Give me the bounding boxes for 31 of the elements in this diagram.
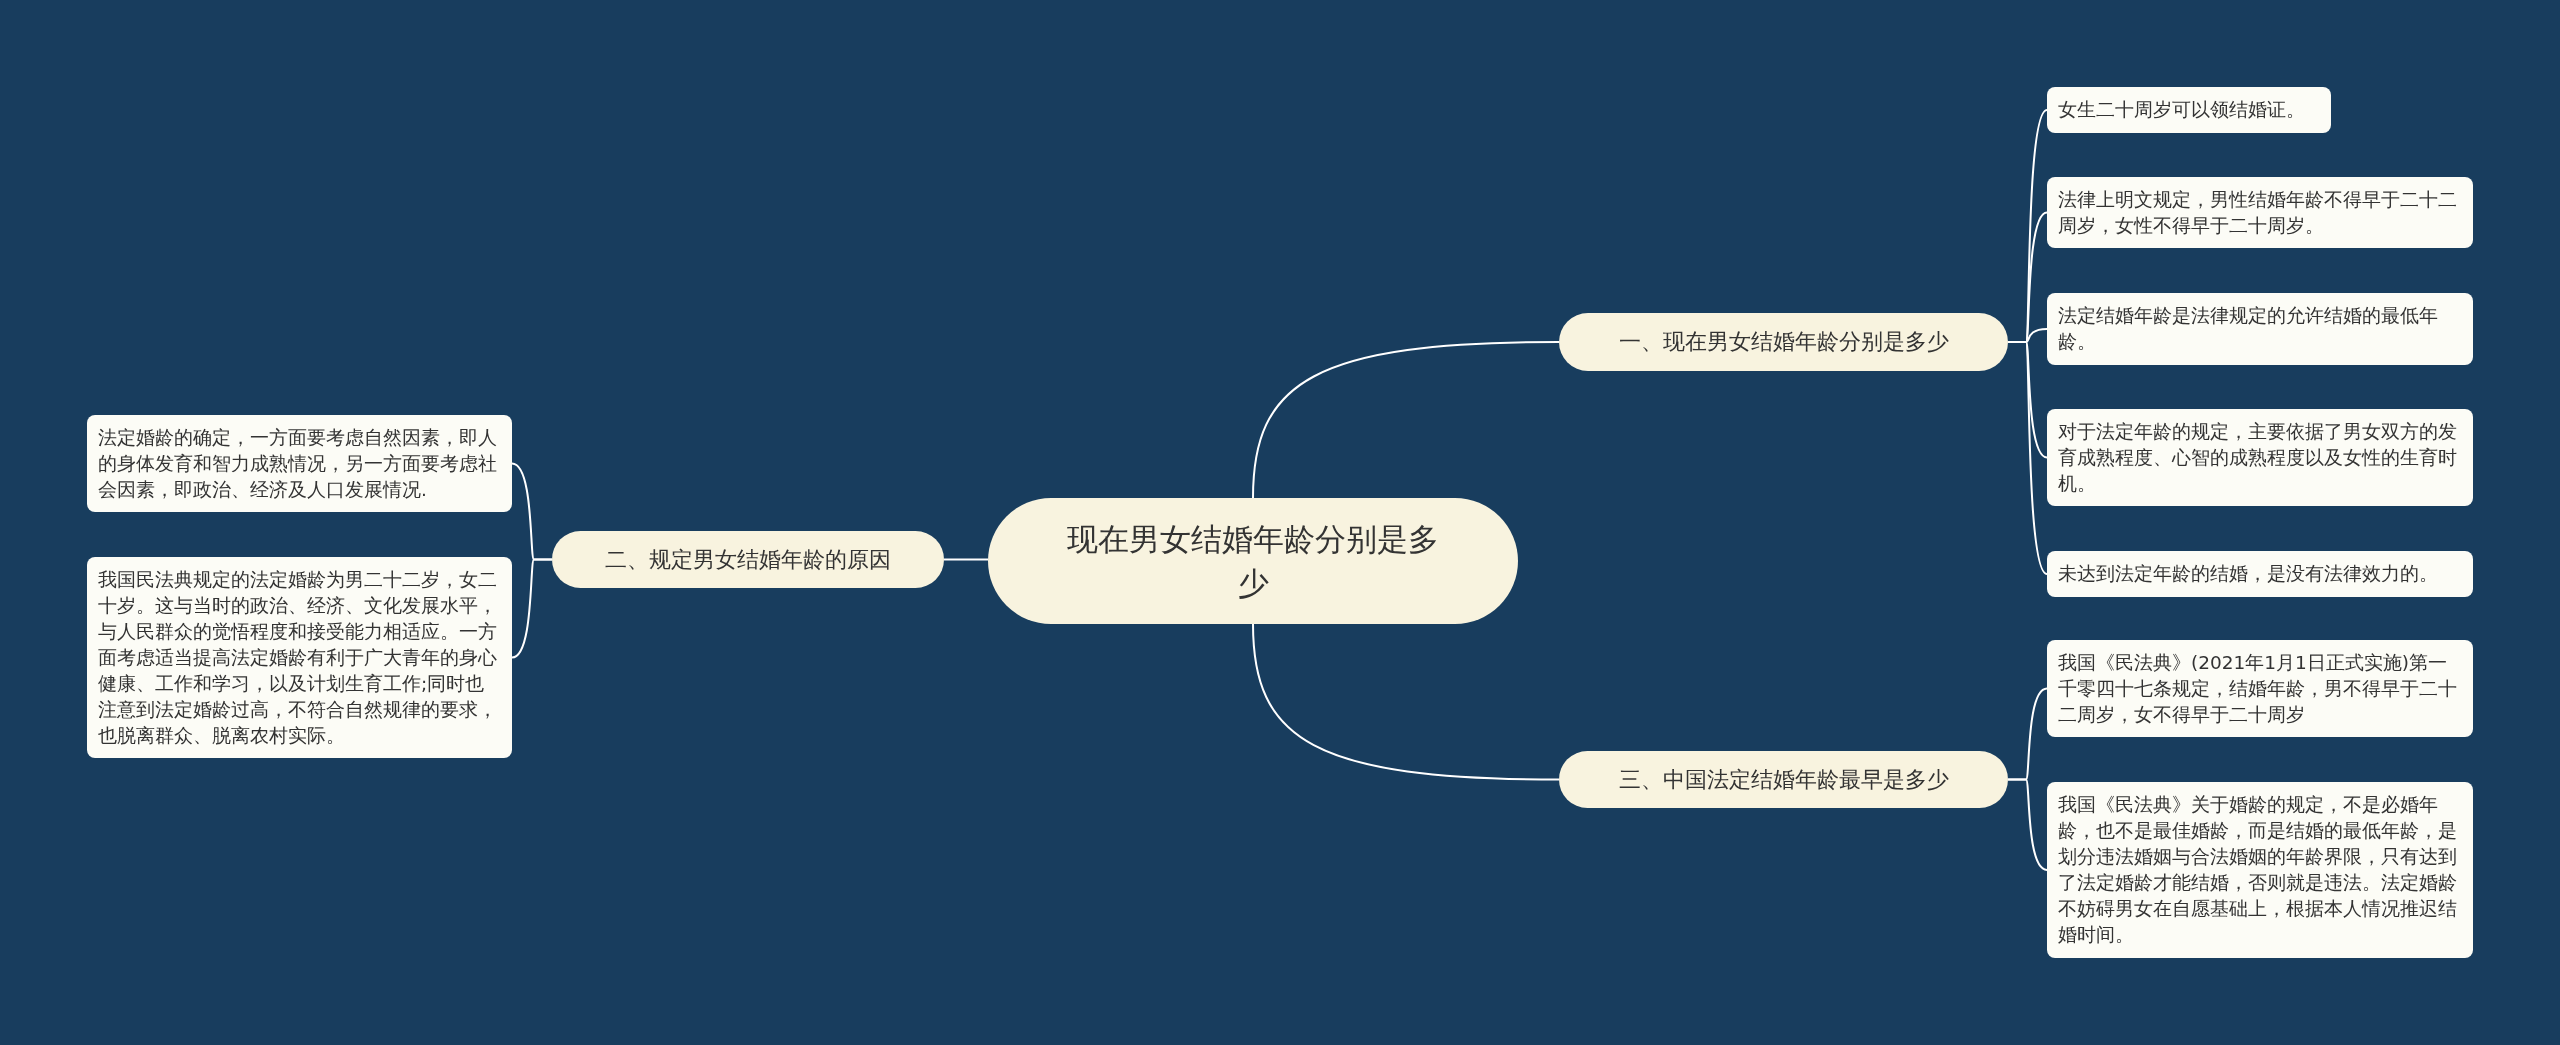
connector-line [1252, 341, 1560, 499]
leaf-card [2047, 551, 2473, 597]
branch-text: 三、中国法定结婚年龄最早是多少 [1618, 765, 1949, 794]
note-text: 我国《民法典》(2021年1月1日正式实施)第一千零四十七条规定，结婚年龄，男不得早于二十二周岁，女不得早于二十周岁 [2058, 650, 2458, 727]
connector-line [511, 558, 553, 659]
note-text: 女生二十周岁可以领结婚证。 [2058, 98, 2305, 122]
branch-topic [1559, 313, 2008, 371]
note-text: 未达到法定年龄的结婚，是没有法律效力的。 [2058, 562, 2438, 586]
leaf-card [2047, 640, 2473, 737]
branch-topic [1559, 751, 2008, 808]
connector-line [2007, 341, 2048, 575]
leaf-card [2047, 409, 2473, 506]
note-text: 我国《民法典》关于婚龄的规定，不是必婚年龄，也不是最佳婚龄，而是结婚的最低年龄，是划分违法婚姻与合法婚姻的年龄界限，只有达到了法定婚龄才能结婚，否则就是违法。法定婚龄不妨碍男女在自愿基础上，根据本人情况推迟结婚时间。 [2058, 793, 2458, 947]
leaf-card [2047, 293, 2473, 365]
leaf-card [2047, 177, 2473, 248]
connector-line [2007, 778, 2048, 871]
branch-text: 二、规定男女结婚年龄的原因 [605, 545, 891, 574]
note-text: 法定结婚年龄是法律规定的允许结婚的最低年龄。 [2058, 304, 2439, 354]
connector-line [1252, 623, 1560, 781]
leaf-card [87, 557, 512, 758]
branch-text: 一、现在男女结婚年龄分别是多少 [1618, 328, 1949, 356]
branch-topic [552, 531, 944, 588]
note-text: 对于法定年龄的规定，主要依据了男女双方的发育成熟程度、心智的成熟程度以及女性的生育时机。 [2058, 419, 2458, 496]
leaf-card [87, 415, 512, 512]
note-text: 法律上明文规定，男性结婚年龄不得早于二十二周岁，女性不得早于二十周岁。 [2058, 187, 2458, 238]
note-text: 法定婚龄的确定，一方面要考虑自然因素，即人的身体发育和智力成熟情况，另一方面要考虑社会因素，即政治、经济及人口发展情况. [98, 425, 498, 502]
leaf-card [2047, 87, 2331, 133]
leaf-card [2047, 782, 2473, 958]
topic-text: 现在男女结婚年龄分别是多少 [1066, 520, 1440, 603]
connector-line [943, 558, 989, 561]
note-text: 我国民法典规定的法定婚龄为男二十二岁，女二十岁。这与当时的政治、经济、文化发展水平，与人民群众的觉悟程度和接受能力相适应。一方面考虑适当提高法定婚龄有利于广大青年的身心健康、工作和学习，以及计划生育工作;同时也注意到法定婚龄过高，不符合自然规律的要求，也脱离群众、脱离农村实际。 [98, 567, 498, 748]
